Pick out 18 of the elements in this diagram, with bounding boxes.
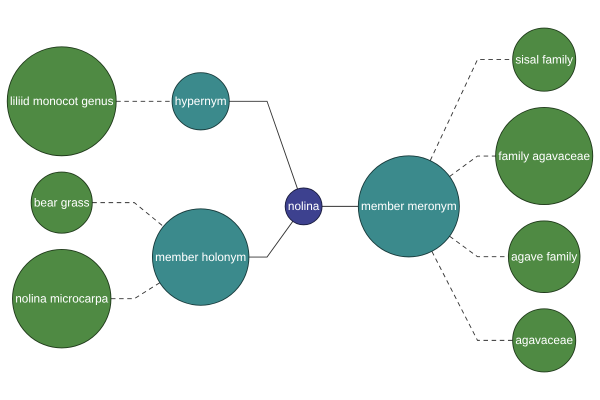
node-circle: nolina microcarpa xyxy=(12,249,112,348)
connector xyxy=(110,282,160,300)
connector xyxy=(248,220,294,258)
connector xyxy=(228,100,298,190)
node-circle: member holonym xyxy=(152,208,250,306)
node-circle: bear grass xyxy=(30,172,93,234)
node-circle: member meronym xyxy=(358,155,460,258)
node-circle: hypernym xyxy=(172,72,230,130)
connector xyxy=(322,206,359,207)
node-circle: liliid monocot genus xyxy=(6,46,117,156)
node-circle: family agavaceae xyxy=(495,107,594,206)
connector xyxy=(431,250,514,341)
node-circle: sisal family xyxy=(512,28,576,92)
node-circle: agave family xyxy=(508,220,580,293)
connector xyxy=(92,202,164,227)
node-circle: agavaceae xyxy=(512,308,576,372)
connector xyxy=(449,156,496,177)
node-circle: nolina xyxy=(284,187,323,226)
